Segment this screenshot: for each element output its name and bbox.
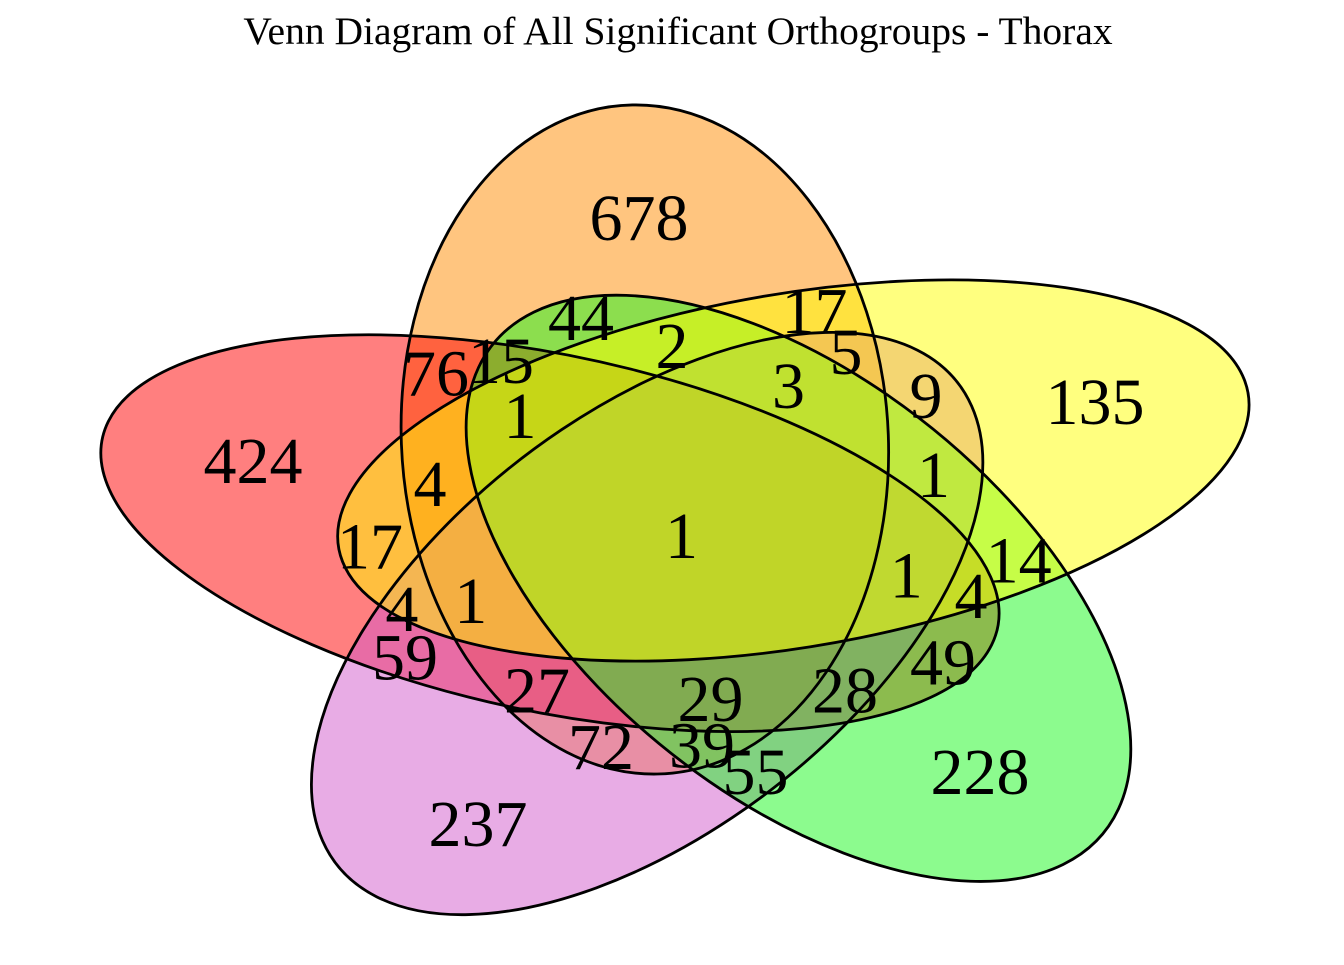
- venn-ellipse-red-stroke: [27, 258, 1073, 809]
- region-count-orange-yellow-green-red: 1: [504, 380, 537, 453]
- region-count-orange-yellow-violet-red: 1: [454, 565, 487, 638]
- venn-ellipse-orange-stroke: [389, 100, 901, 778]
- venn-ellipse-yellow-stroke: [276, 212, 1310, 729]
- region-count-orange-yellow-green-violet-red: 1: [665, 500, 698, 573]
- chart-title: Venn Diagram of All Significant Orthogro…: [243, 9, 1112, 53]
- venn-ellipse-yellow-fill: [337, 279, 1250, 662]
- region-count-green-red: 49: [910, 626, 976, 699]
- region-count-violet: 237: [429, 788, 528, 861]
- region-count-green-violet-red: 28: [812, 654, 878, 727]
- region-count-orange-green-violet-red: 29: [678, 663, 744, 736]
- region-count-yellow-green: 14: [986, 524, 1052, 597]
- region-count-orange-green-red: 15: [468, 325, 534, 398]
- region-count-orange-yellow: 17: [782, 275, 848, 348]
- region-count-orange: 678: [590, 182, 689, 255]
- region-count-green-violet: 55: [723, 736, 789, 809]
- region-count-orange-yellow-violet: 5: [830, 316, 863, 389]
- venn-ellipse-violet-stroke: [178, 250, 1117, 960]
- region-count-orange-yellow-green: 2: [656, 310, 689, 383]
- region-count-violet-red: 59: [372, 621, 438, 694]
- venn-ellipse-green-stroke: [333, 214, 1264, 960]
- region-count-yellow-violet-red: 4: [385, 573, 418, 646]
- region-count-orange-red: 76: [403, 337, 469, 410]
- region-count-orange-violet: 72: [568, 711, 634, 784]
- region-count-green: 228: [931, 736, 1030, 809]
- region-count-orange-green: 44: [548, 282, 614, 355]
- region-count-yellow-violet: 9: [910, 360, 943, 433]
- region-count-red: 424: [204, 425, 303, 498]
- region-count-yellow-red: 17: [337, 510, 403, 583]
- region-count-yellow-green-violet: 1: [917, 439, 950, 512]
- region-count-orange-violet-red: 27: [504, 654, 570, 727]
- region-count-orange-yellow-green-violet: 3: [772, 350, 805, 423]
- region-count-yellow: 135: [1046, 366, 1145, 439]
- region-count-yellow-green-red: 4: [955, 560, 988, 633]
- region-count-orange-yellow-red: 4: [414, 448, 447, 521]
- region-count-yellow-green-violet-red: 1: [890, 539, 923, 612]
- region-count-orange-green-violet: 39: [669, 709, 735, 782]
